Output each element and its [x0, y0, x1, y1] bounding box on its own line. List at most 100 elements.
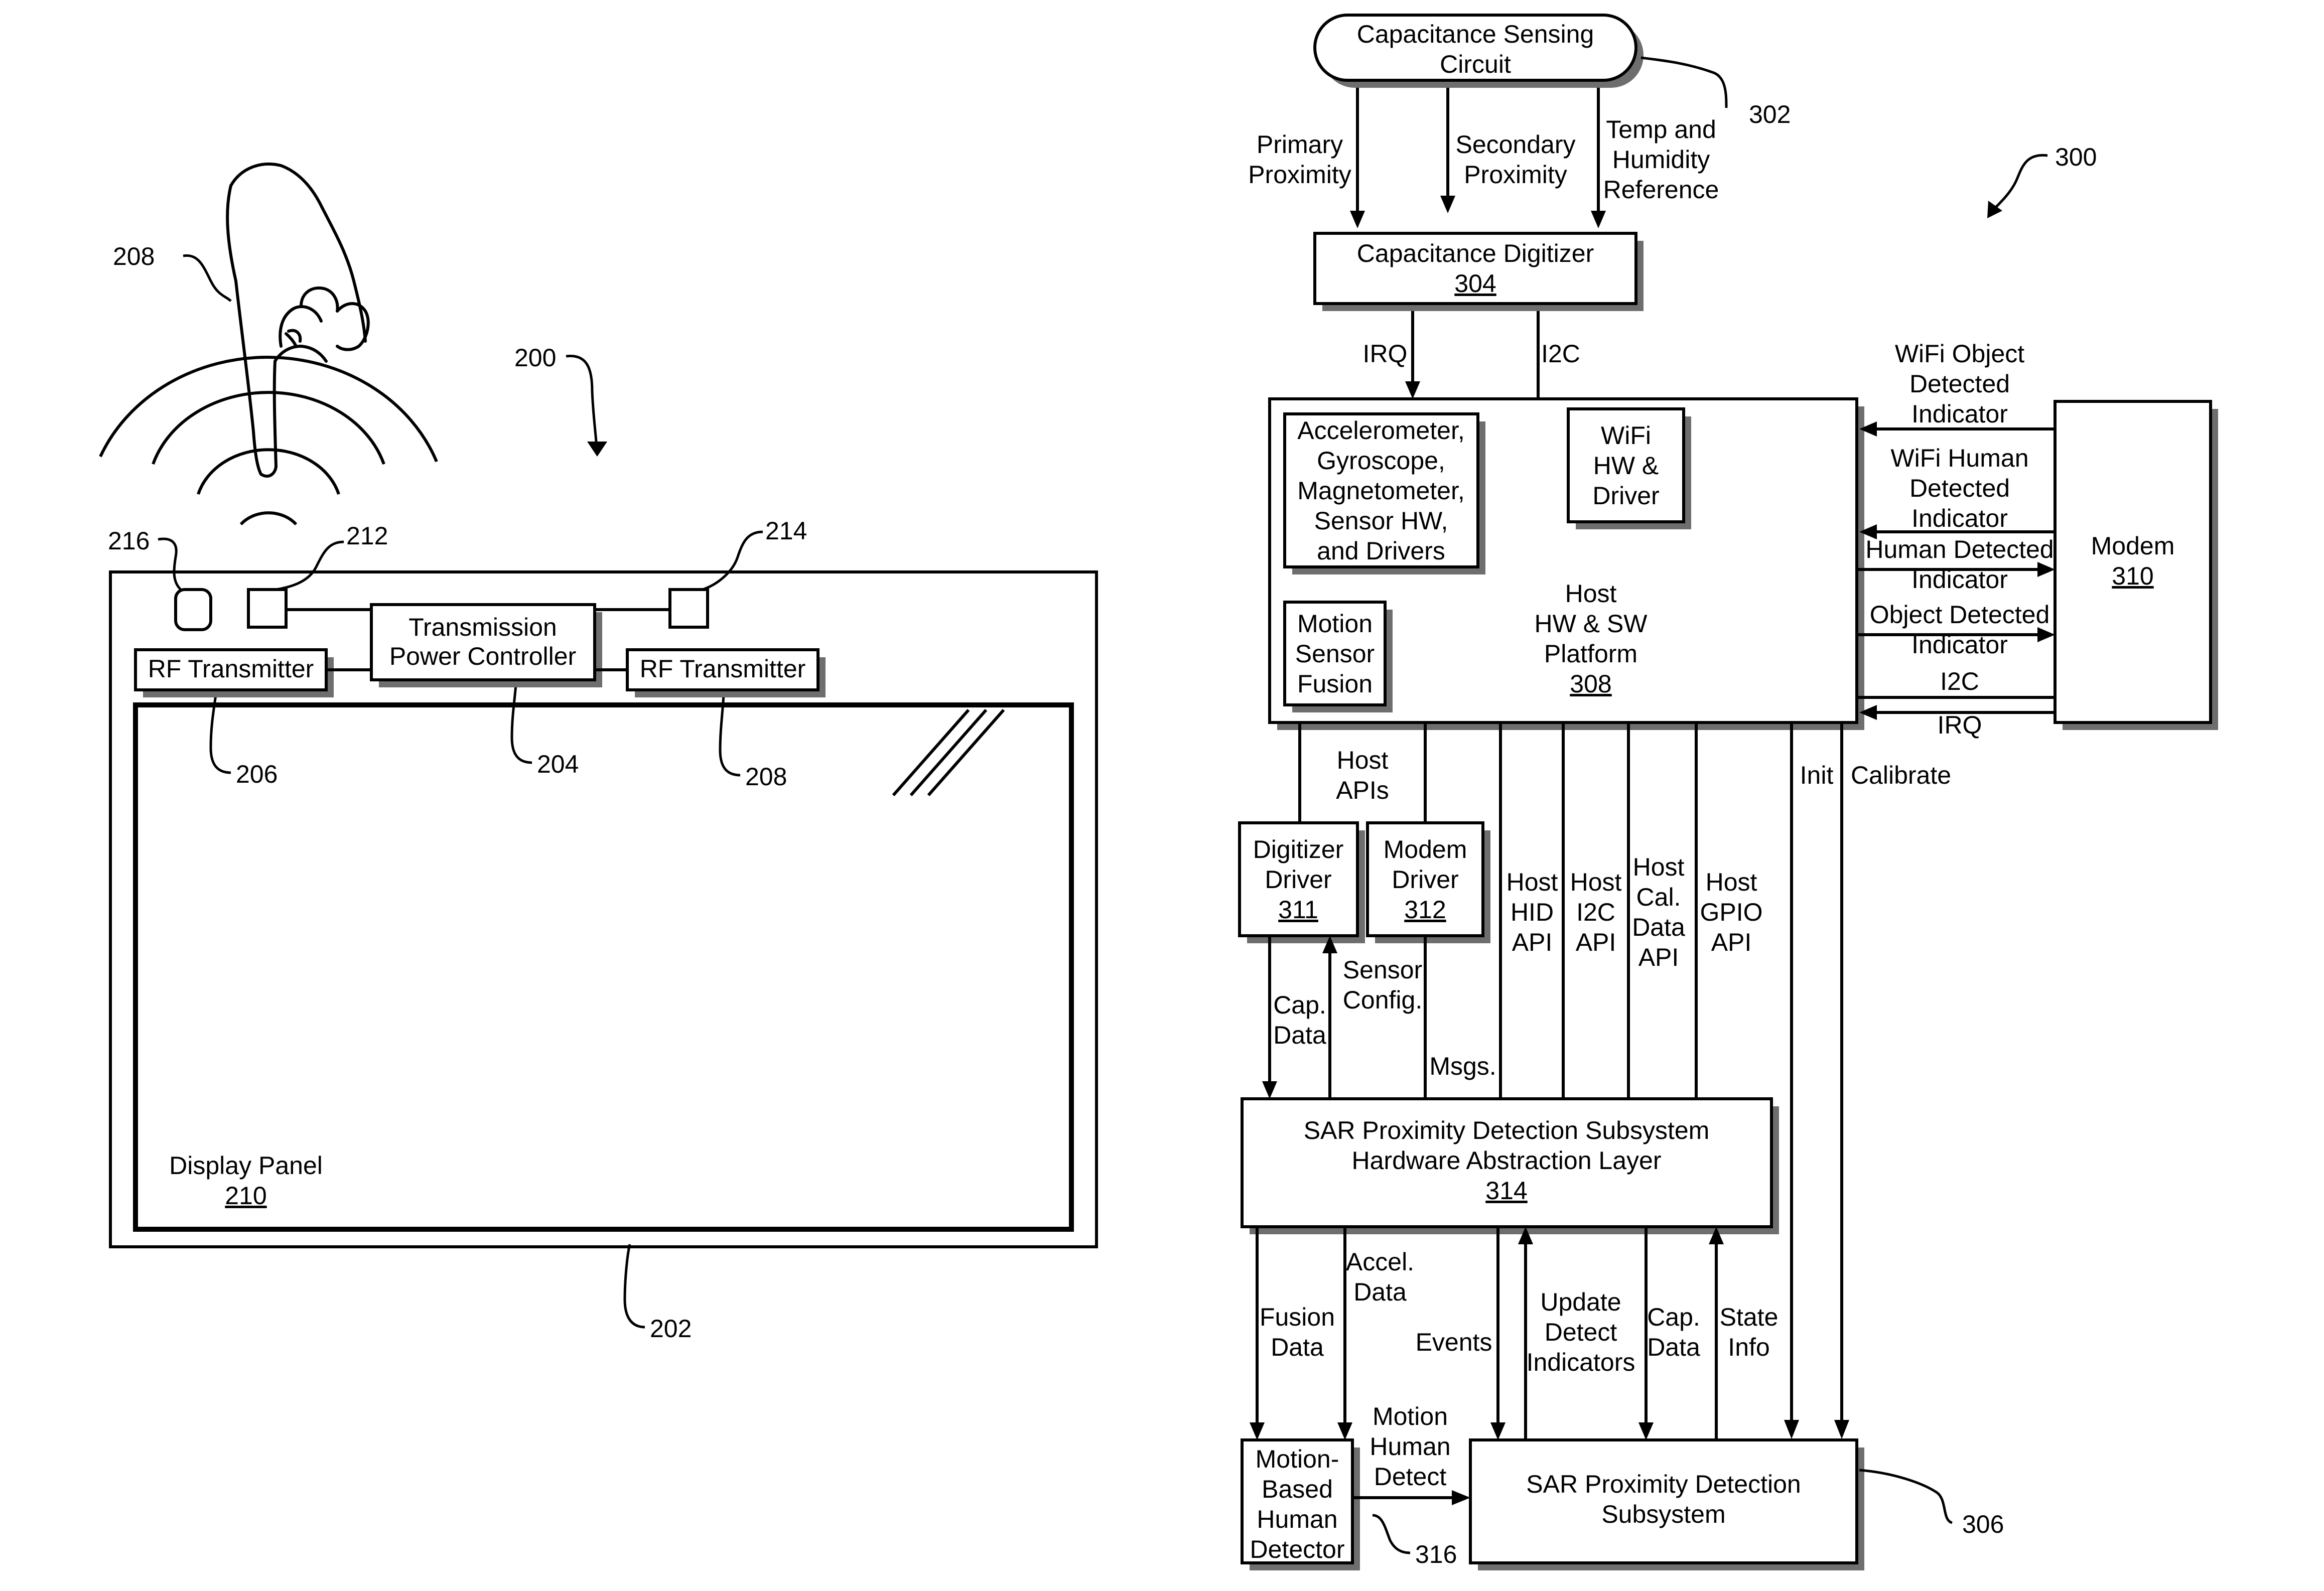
accel-label-1: Accelerometer, [1297, 416, 1464, 445]
ref-216: 216 [108, 527, 150, 555]
calibrate-label: Calibrate [1851, 761, 1951, 789]
gpio-label-3: API [1711, 928, 1752, 956]
accel-label-4: Sensor HW, [1314, 507, 1448, 535]
accel-label-3: Magnetometer, [1297, 477, 1465, 505]
wifi-hum-label-1: WiFi Human [1890, 444, 2028, 472]
temp-label-3: Reference [1603, 176, 1719, 204]
update-label-2: Detect [1545, 1318, 1617, 1346]
host-ref: 308 [1570, 670, 1611, 698]
mbhd-label-1: Motion- [1256, 1445, 1339, 1473]
secondary-label-2: Proximity [1464, 161, 1567, 189]
accel-data-label-1: Accel. [1346, 1248, 1414, 1276]
hal-label-1: SAR Proximity Detection Subsystem [1304, 1116, 1710, 1144]
hal-ref: 314 [1485, 1177, 1527, 1205]
hid-label-2: HID [1511, 898, 1554, 926]
primary-label-1: Primary [1257, 130, 1343, 159]
wifi-label-3: Driver [1592, 482, 1659, 510]
rf-transmitter-left-label: RF Transmitter [148, 655, 314, 683]
hal-label-2: Hardware Abstraction Layer [1352, 1146, 1662, 1175]
ref-300: 300 [2055, 143, 2097, 171]
secondary-label-1: Secondary [1455, 130, 1575, 159]
state-label-1: State [1720, 1303, 1779, 1331]
gpio-label-2: GPIO [1700, 898, 1762, 926]
rf-transmitter-right-label: RF Transmitter [640, 655, 806, 683]
host-label-3: Platform [1544, 640, 1637, 668]
motion-hd-label-1: Motion [1373, 1402, 1448, 1430]
cal-label-3: Data [1632, 913, 1685, 941]
i2c-top-label: I2C [1541, 340, 1580, 368]
tpc-label-2: Power Controller [389, 642, 576, 670]
ref-302: 302 [1749, 100, 1791, 128]
irq-modem-label: IRQ [1938, 711, 1982, 739]
gpio-label-1: Host [1706, 868, 1757, 896]
i2c-modem-label: I2C [1940, 667, 1979, 695]
sensor-cfg-label-2: Config. [1343, 986, 1422, 1014]
dig-drv-label-2: Driver [1265, 865, 1331, 894]
temp-label-1: Temp and [1606, 115, 1716, 143]
update-label-3: Indicators [1527, 1348, 1635, 1376]
cap-data-label-2: Data [1273, 1021, 1326, 1049]
mbhd-label-4: Detector [1250, 1535, 1345, 1563]
host-label-2: HW & SW [1535, 610, 1648, 638]
pointing-hand-icon [227, 164, 368, 476]
digitizer-title: Capacitance Digitizer [1357, 239, 1594, 267]
accel-data-label-2: Data [1353, 1278, 1407, 1306]
dig-drv-label-1: Digitizer [1253, 835, 1344, 863]
arrow-200-head [587, 442, 607, 457]
wifi-hum-label-3: Indicator [1911, 504, 2008, 532]
hid-label-3: API [1512, 928, 1553, 956]
modem-ref: 310 [2112, 562, 2153, 590]
wifi-label-2: HW & [1593, 452, 1659, 480]
mod-drv-ref: 312 [1404, 896, 1446, 924]
antenna-214 [670, 590, 708, 627]
wifi-obj-label-3: Indicator [1911, 400, 2008, 428]
figure-300: Capacitance Sensing Circuit 302 300 Prim… [1240, 15, 2218, 1570]
irq-top-label: IRQ [1363, 340, 1408, 368]
fusion-label-2: Data [1271, 1333, 1324, 1361]
ref-214: 214 [765, 517, 807, 545]
ref-212: 212 [346, 522, 388, 550]
ref-208: 208 [745, 763, 787, 791]
msf-label-2: Sensor [1295, 640, 1375, 668]
cal-label-4: API [1638, 943, 1679, 971]
cap-data-label-1: Cap. [1273, 991, 1326, 1019]
ref-208-hand: 208 [113, 242, 155, 270]
mod-drv-label-1: Modem [1384, 835, 1467, 863]
msf-label-3: Fusion [1297, 670, 1373, 698]
display-panel-label: Display Panel [169, 1151, 323, 1180]
motion-hd-label-3: Detect [1374, 1463, 1447, 1491]
signal-waves-icon [100, 357, 437, 524]
init-label: Init [1800, 761, 1834, 789]
hum-det-label-2: Indicator [1911, 565, 2008, 594]
update-label-1: Update [1540, 1288, 1621, 1316]
cap-circuit-label-2: Circuit [1440, 50, 1511, 78]
ref-202: 202 [650, 1315, 692, 1343]
motion-hd-label-2: Human [1370, 1432, 1450, 1461]
i2capi-label-2: I2C [1576, 898, 1615, 926]
display-panel-ref: 210 [225, 1182, 266, 1210]
i2capi-label-3: API [1576, 928, 1616, 956]
mbhd-label-3: Human [1257, 1505, 1337, 1533]
host-label-1: Host [1565, 580, 1617, 608]
mod-drv-label-2: Driver [1392, 865, 1458, 894]
digitizer-ref: 304 [1454, 269, 1496, 298]
cap-data2-label-2: Data [1647, 1333, 1700, 1361]
events-label: Events [1416, 1328, 1492, 1356]
glare-lines [893, 710, 1004, 795]
obj-det-label-1: Object Detected [1870, 601, 2050, 629]
sensor-cfg-label-1: Sensor [1343, 956, 1422, 984]
figure-200: Transmission Power Controller RF Transmi… [100, 164, 1097, 1343]
ref-200: 200 [514, 344, 556, 372]
host-apis-label-1: Host [1337, 746, 1389, 774]
ref-316: 316 [1415, 1540, 1457, 1568]
hum-det-label-1: Human Detected [1865, 535, 2054, 563]
antenna-212 [248, 590, 286, 627]
primary-label-2: Proximity [1248, 161, 1351, 189]
i2capi-label-1: Host [1570, 868, 1622, 896]
sar-label-1: SAR Proximity Detection [1526, 1470, 1801, 1498]
obj-det-label-2: Indicator [1911, 631, 2008, 659]
accel-label-5: and Drivers [1317, 537, 1445, 565]
state-label-2: Info [1728, 1333, 1769, 1361]
mbhd-label-2: Based [1262, 1475, 1333, 1503]
